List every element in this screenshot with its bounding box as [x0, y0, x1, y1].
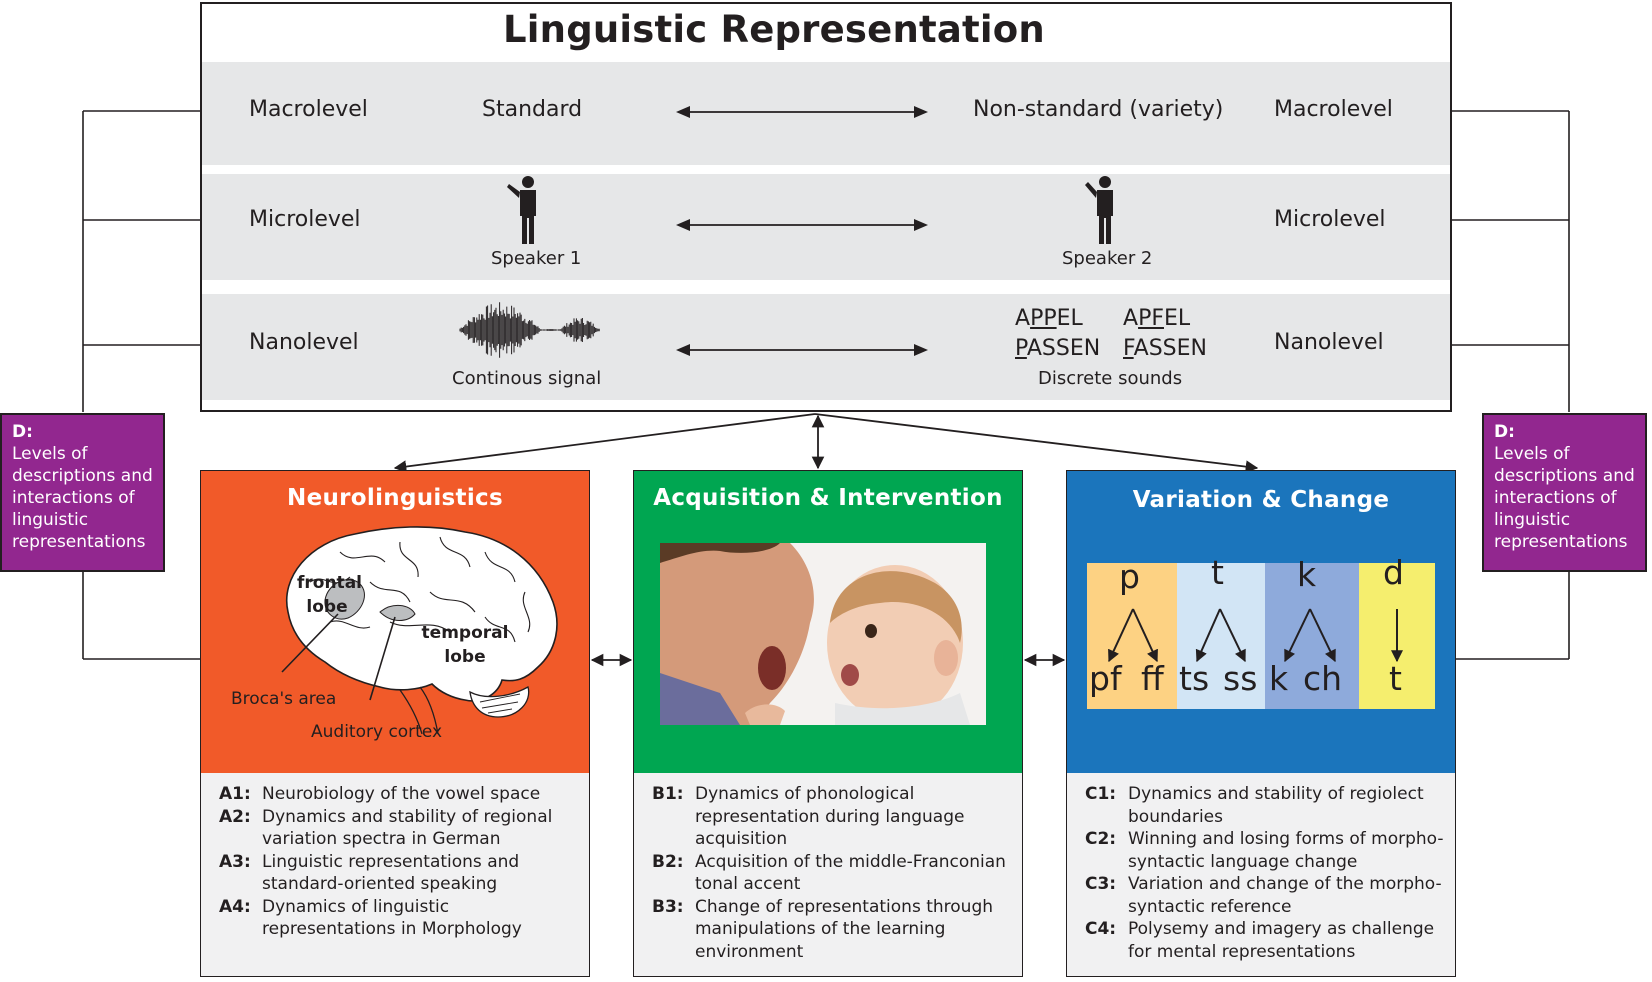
sound-change-col-p: p pf ff: [1087, 557, 1177, 709]
project-text: Change of representations through manipu…: [695, 896, 994, 962]
project-text: Neurobiology of the vowel space: [262, 784, 541, 804]
project-text: Dynamics and stability of regional varia…: [262, 806, 553, 850]
project-code: C2:: [1085, 829, 1117, 849]
d-box-right-title: D:: [1494, 422, 1515, 442]
sound-p: p: [1119, 557, 1140, 596]
continuous-signal-label: Continous signal: [452, 368, 602, 389]
project-code: B1:: [652, 784, 684, 804]
sound-change-col-k: k k ch: [1265, 555, 1359, 709]
sound-ts: ts: [1179, 659, 1210, 698]
sound-ff: ff: [1141, 659, 1164, 698]
sound-change-col-d: d t: [1359, 553, 1435, 709]
sound-change-arrows: [1108, 608, 1403, 663]
project-text: Dynamics of linguistic representations i…: [262, 896, 522, 940]
microlevel-band: [202, 174, 1450, 280]
macrolevel-right-label: Macrolevel: [1274, 97, 1393, 122]
discrete-sounds-label: Discrete sounds: [1038, 368, 1183, 389]
sound-pf: pf: [1089, 659, 1122, 698]
d-box-right-text: Levels of descriptions and interactions …: [1494, 444, 1635, 552]
nanolevel-band: [202, 294, 1450, 400]
project-code: C1:: [1085, 784, 1117, 804]
microlevel-left-label: Microlevel: [249, 207, 361, 232]
word-fassen: FASSEN: [1123, 336, 1207, 361]
project-item-a1: A1: Neurobiology of the vowel space: [219, 783, 589, 806]
speaker-2-label: Speaker 2: [1062, 248, 1153, 269]
word-appel: APPEL: [1015, 306, 1083, 331]
project-text: Acquisition of the middle-Franconian ton…: [695, 851, 1006, 895]
project-text: Winning and losing forms of morpho-synta…: [1128, 829, 1444, 872]
sound-t-out: t: [1389, 659, 1402, 698]
project-code: A4:: [219, 896, 251, 917]
standard-label: Standard: [482, 97, 583, 122]
acquisition-intervention-title: Acquisition & Intervention: [653, 485, 1003, 511]
sound-k: k: [1297, 555, 1317, 594]
project-text: Polysemy and imagery as challenge for me…: [1128, 919, 1435, 962]
d-box-left-title: D:: [12, 422, 33, 442]
speaker-1-icon: [507, 176, 536, 244]
variation-project-list: C1: Dynamics and stability of regiolect b…: [1066, 773, 1456, 977]
brocas-area-label: Broca's area: [231, 689, 337, 709]
d-box-left-text: Levels of descriptions and interactions …: [12, 444, 153, 552]
word-apfel: APFEL: [1123, 306, 1191, 331]
project-code: B3:: [652, 896, 684, 917]
macrolevel-band: [202, 62, 1450, 165]
project-text: Dynamics of phonological representation …: [695, 784, 965, 849]
speaker-2-icon: [1085, 176, 1113, 244]
variation-change-title: Variation & Change: [1132, 487, 1390, 513]
project-item-b1: B1: Dynamics of phonological representati…: [652, 783, 1022, 851]
father-baby-photo: [660, 543, 986, 725]
sound-ss: ss: [1223, 659, 1258, 698]
project-text: Linguistic representations and standard-…: [262, 851, 520, 895]
nanolevel-left-label: Nanolevel: [249, 330, 359, 355]
waveform-path: [459, 302, 600, 358]
auditory-cortex-label: Auditory cortex: [311, 722, 443, 742]
project-item-c1: C1: Dynamics and stability of regiolect b…: [1085, 783, 1455, 828]
project-text: Variation and change of the morpho-synta…: [1128, 874, 1442, 917]
project-item-b2: B2: Acquisition of the middle-Franconian …: [652, 851, 1022, 896]
project-item-c3: C3: Variation and change of the morpho-sy…: [1085, 873, 1455, 918]
project-item-a3: A3: Linguistic representations and standa…: [219, 851, 589, 896]
project-code: C4:: [1085, 919, 1117, 939]
brain-icon: [281, 526, 558, 735]
sound-ch: ch: [1303, 659, 1343, 698]
microlevel-right-label: Microlevel: [1274, 207, 1386, 232]
project-item-a4: A4: Dynamics of linguistic representation…: [219, 896, 589, 941]
diagram-title: Linguistic Representation: [503, 8, 1045, 51]
project-code: B2:: [652, 851, 684, 872]
project-item-b3: B3: Change of representations through man…: [652, 896, 1022, 964]
project-item-c4: C4: Polysemy and imagery as challenge for…: [1085, 918, 1455, 963]
neurolinguistics-title: Neurolinguistics: [287, 485, 503, 511]
micro-double-arrow: [676, 219, 928, 231]
sound-change-table: p pf ff t ts ss k k ch d t: [1087, 553, 1435, 709]
father-baby-image: [660, 543, 986, 725]
project-item-c2: C2: Winning and losing forms of morpho-sy…: [1085, 828, 1455, 873]
d-box-left: D: Levels of descriptions and interactio…: [0, 413, 165, 572]
neurolinguistics-project-list: A1: Neurobiology of the vowel space A2: Dy…: [200, 773, 590, 977]
sound-change-col-t: t ts ss: [1177, 553, 1265, 709]
acquisition-project-list: B1: Dynamics of phonological representati…: [633, 773, 1023, 977]
project-code: A3:: [219, 851, 251, 872]
sound-k-out: k: [1269, 659, 1289, 698]
project-text: Dynamics and stability of regiolect boun…: [1128, 784, 1424, 827]
sound-t: t: [1211, 553, 1224, 592]
continuous-signal-waveform-icon: [459, 302, 600, 358]
macro-double-arrow: [676, 106, 928, 118]
project-code: A1:: [219, 784, 251, 804]
sound-d: d: [1383, 553, 1404, 592]
nanolevel-right-label: Nanolevel: [1274, 330, 1384, 355]
nano-double-arrow: [676, 344, 928, 356]
speaker-1-label: Speaker 1: [491, 248, 582, 269]
project-code: C3:: [1085, 874, 1117, 894]
word-passen: PASSEN: [1015, 336, 1101, 361]
project-code: A2:: [219, 806, 251, 827]
macrolevel-left-label: Macrolevel: [249, 97, 368, 122]
project-item-a2: A2: Dynamics and stability of regional va…: [219, 806, 589, 851]
d-box-right: D: Levels of descriptions and interactio…: [1482, 413, 1647, 572]
non-standard-label: Non-standard (variety): [973, 97, 1224, 122]
